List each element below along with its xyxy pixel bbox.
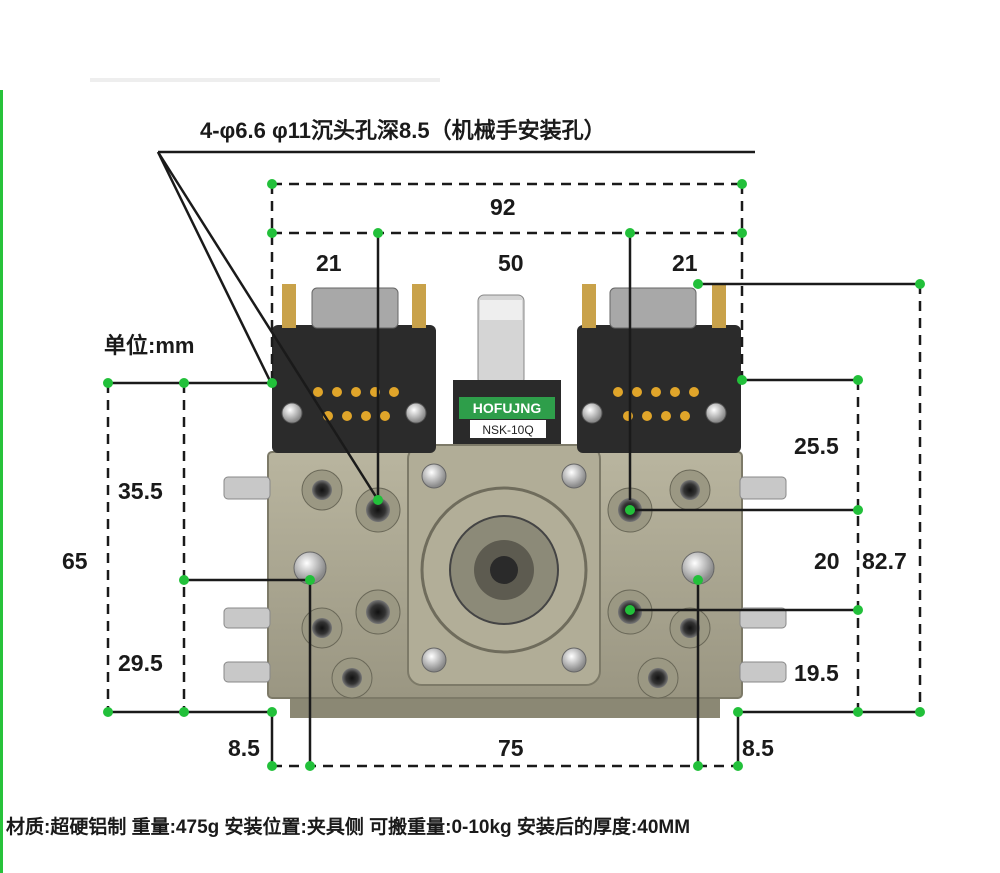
dim-left-total: 65 (62, 548, 88, 574)
mounting-hole-note: 4-φ6.6 φ11沉头孔深8.5（机械手安装孔） (200, 118, 606, 143)
dim-overall-width: 92 (490, 194, 516, 220)
dim-right-lower: 19.5 (794, 660, 839, 686)
dim-right-middle: 20 (814, 548, 840, 574)
spec-footer: 材质:超硬铝制 重量:475g 安装位置:夹具侧 可搬重量:0-10kg 安装后… (6, 817, 691, 838)
dim-center-span: 50 (498, 250, 524, 276)
dimension-lines (106, 150, 922, 768)
dim-bottom-right: 8.5 (742, 735, 774, 761)
brand-label: HOFUJNG (473, 400, 542, 416)
dim-right-total: 82.7 (862, 548, 907, 574)
dimension-markers (103, 179, 925, 771)
left-edge-bar (0, 90, 3, 873)
top-shadow-line (90, 78, 440, 82)
model-label: NSK-10Q (482, 423, 533, 437)
unit-label: 单位:mm (104, 333, 195, 358)
dim-right-upper: 25.5 (794, 433, 839, 459)
dim-left-upper: 35.5 (118, 478, 163, 504)
dim-left-offset: 21 (316, 250, 342, 276)
dim-bottom-center: 75 (498, 735, 524, 761)
tool-changer-body (223, 284, 787, 718)
dim-bottom-left: 8.5 (228, 735, 260, 761)
dim-right-offset: 21 (672, 250, 698, 276)
dim-left-lower: 29.5 (118, 650, 163, 676)
